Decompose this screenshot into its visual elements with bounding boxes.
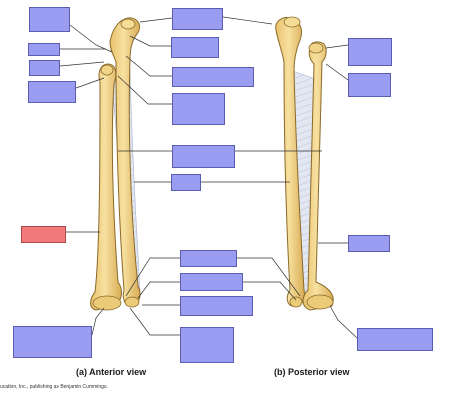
label-box-highlighted[interactable] — [21, 226, 66, 243]
label-box[interactable] — [348, 235, 390, 252]
leader-line — [91, 307, 105, 336]
label-box[interactable] — [357, 328, 433, 351]
leader-line — [125, 55, 172, 77]
label-box[interactable] — [180, 296, 253, 316]
ulna-anterior — [109, 17, 141, 307]
leader-line — [237, 257, 301, 297]
leader-line — [325, 44, 349, 49]
leader-line — [139, 17, 173, 23]
radius-anterior — [90, 63, 122, 311]
radial-head-posterior — [308, 42, 324, 54]
ulna-head-posterior — [289, 296, 303, 308]
leader-line — [117, 75, 172, 105]
leader-line — [243, 281, 297, 301]
leader-line — [69, 24, 113, 53]
label-box[interactable] — [180, 273, 243, 291]
label-box[interactable] — [348, 38, 392, 66]
caption-posterior-view: (b) Posterior view — [274, 367, 350, 377]
label-box[interactable] — [171, 174, 201, 191]
olecranon-posterior — [283, 16, 301, 28]
label-box[interactable] — [28, 43, 60, 56]
leader-line — [75, 77, 105, 89]
leader-line — [129, 35, 171, 47]
radius-distal-anterior — [92, 295, 122, 311]
leader-line — [59, 61, 105, 67]
radius-posterior — [302, 41, 334, 311]
leader-line — [125, 257, 180, 297]
ulna-head-anterior — [124, 296, 140, 308]
label-box[interactable] — [180, 327, 234, 363]
copyright-credit: ucation, Inc., publishing as Benjamin Cu… — [0, 384, 108, 390]
radius-distal-posterior — [306, 294, 334, 310]
label-box[interactable] — [171, 37, 219, 58]
posterior-view — [275, 16, 334, 311]
label-box[interactable] — [13, 326, 92, 358]
label-box[interactable] — [172, 8, 223, 30]
label-box[interactable] — [348, 73, 391, 97]
label-box[interactable] — [28, 81, 76, 103]
leader-line — [329, 305, 358, 339]
label-box[interactable] — [180, 250, 237, 267]
olecranon-anterior — [120, 18, 136, 30]
label-box[interactable] — [172, 67, 254, 87]
ulna-posterior — [275, 17, 305, 307]
radial-head-anterior — [100, 64, 114, 76]
label-box[interactable] — [172, 145, 235, 168]
leader-line — [325, 63, 349, 81]
leader-line — [137, 281, 180, 299]
leader-line — [129, 307, 180, 336]
caption-anterior-view: (a) Anterior view — [76, 367, 147, 377]
leader-line — [222, 16, 273, 25]
label-box[interactable] — [29, 60, 60, 76]
leader-lines — [59, 16, 358, 339]
label-box[interactable] — [29, 7, 70, 32]
anterior-view — [90, 17, 141, 311]
label-box[interactable] — [172, 93, 225, 125]
